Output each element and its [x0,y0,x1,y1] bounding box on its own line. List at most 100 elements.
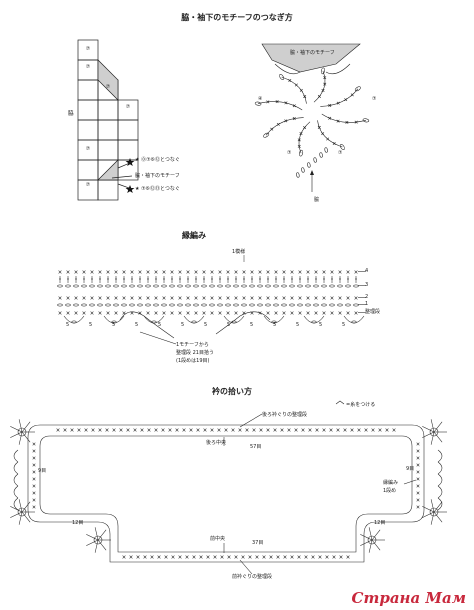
chain-stitch [105,284,111,288]
chain-stitch [307,162,311,168]
sc-stitch [32,463,36,467]
sc-stitch [350,428,354,432]
sc-stitch [217,428,221,432]
chain-stitch [321,303,327,307]
grid-mark: ⑦ [86,182,91,188]
sc-stitch [213,555,217,559]
sc-stitch [203,428,207,432]
sc-stitch [105,428,109,432]
fan-stitch [430,511,435,525]
sc-stitch [298,311,302,315]
chain-loop [258,101,303,111]
leader-line [403,479,417,485]
fan-stitch [21,431,31,443]
sc-stitch [98,296,102,300]
chain-stitch [185,284,191,288]
sc-stitch [339,555,343,559]
sc-stitch [317,125,321,129]
sc-stitch [304,555,308,559]
chain-loop [313,70,326,103]
sc-stitch [321,88,325,92]
sc-stitch [129,555,133,559]
sc-stitch [378,428,382,432]
sc-stitch [74,296,78,300]
sc-stitch [170,311,174,315]
scallop [343,315,365,324]
chain-stitch [265,284,271,288]
edge-loop [437,497,443,511]
sc-stitch [301,428,305,432]
sc-stitch [202,270,206,274]
joining-curve [215,311,271,335]
fan-stitch [10,511,23,518]
fan-center [17,507,27,517]
sc-stitch [288,79,292,83]
chain-stitch [65,284,71,288]
chain-stitch [281,303,287,307]
sc-stitch [185,555,189,559]
sc-stitch [416,484,420,488]
chain-stitch [289,284,295,288]
sc-stitch [220,555,224,559]
chain-stitch [129,284,135,288]
chain-stitch [193,303,199,307]
chain-stitch [161,284,167,288]
sc-stitch [70,428,74,432]
chain-stitch [169,284,175,288]
sc-stitch [90,311,94,315]
repeat-count: 5 [112,322,115,328]
left-count: 9目 [38,468,46,474]
chain-stitch [337,284,343,288]
sc-stitch [266,100,270,104]
chain-loop [281,76,307,104]
grid-mark: ⑦ [106,84,111,90]
sc-stitch [170,296,174,300]
sc-stitch [194,270,198,274]
chain-stitch [161,303,167,307]
edging-note-3: (1段めは19目) [176,357,209,364]
sc-stitch [154,270,158,274]
sc-stitch [210,311,214,315]
front-center-label: 前中央 [210,535,225,542]
sc-stitch [74,311,78,315]
sc-stitch [284,119,288,123]
chain-stitch [129,303,135,307]
sc-stitch [106,311,110,315]
sc-stitch [32,484,36,488]
sc-stitch [416,442,420,446]
leader-line [117,161,133,169]
repeat-count: 5 [66,322,69,328]
chain-stitch [305,303,311,307]
sc-stitch [154,428,158,432]
chain-stitch [185,303,191,307]
flower-mark: ⑦ [338,150,343,156]
chain-stitch [339,144,345,150]
row-label: 4 [365,268,368,274]
edge-loop [437,461,443,475]
sc-stitch [32,477,36,481]
fan-stitch [86,539,99,546]
chain-stitch [281,284,287,288]
repeat-count: 5 [181,322,184,328]
sc-stitch [255,555,259,559]
chain-stitch [145,303,151,307]
sc-stitch [266,296,270,300]
chain-stitch [296,172,300,178]
grid-cell [77,119,99,141]
sc-stitch [32,505,36,509]
repeat-count: 5 [319,322,322,328]
chain-stitch [297,284,303,288]
sc-stitch [138,311,142,315]
grid-cell [117,119,139,141]
grid-cell [77,159,99,181]
sc-stitch [122,296,126,300]
sc-stitch [274,296,278,300]
sc-stitch [192,555,196,559]
motif-label: 脇・袖下のモチーフ [290,49,335,56]
chain-stitch [121,303,127,307]
edge-loop [13,473,19,487]
watermark-text: Страна Мам [352,589,466,607]
sc-stitch [146,270,150,274]
sc-stitch [56,428,60,432]
front-neck-label: 前衿ぐりの整理段 [232,573,272,580]
